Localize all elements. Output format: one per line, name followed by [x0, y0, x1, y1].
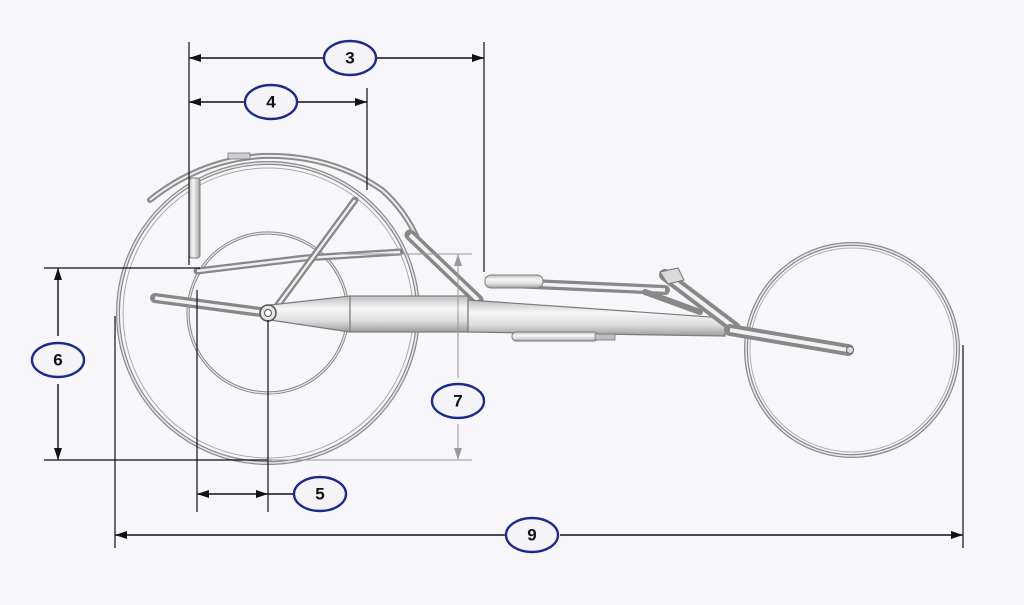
- front-wheel: [744, 242, 960, 458]
- dimension-badges: 3 4 5 6 7 9: [30, 39, 560, 554]
- rear-hub: [259, 304, 277, 322]
- axle-tube: [150, 293, 273, 318]
- dimension-6-line: [54, 268, 62, 460]
- seat-back-post: [188, 177, 201, 259]
- dimension-badge-5: 5: [292, 475, 348, 513]
- dimension-badge-9: 9: [504, 516, 560, 554]
- down-tube: [404, 229, 484, 306]
- dimension-badge-4-label: 4: [266, 93, 276, 112]
- dimension-badge-7: 7: [430, 382, 486, 420]
- dimension-badge-3-label: 3: [345, 49, 354, 68]
- top-rail: [484, 274, 670, 295]
- dimension-badge-6: 6: [30, 341, 86, 379]
- dimension-badge-3: 3: [322, 39, 378, 77]
- dimension-badge-7-label: 7: [453, 392, 462, 411]
- under-bracket: [511, 331, 616, 342]
- dimension-7-line: [454, 254, 462, 460]
- steering-head: [642, 267, 741, 334]
- dimension-4-line: [189, 98, 367, 106]
- dimension-badge-9-label: 9: [527, 526, 536, 545]
- main-frame: [269, 295, 726, 337]
- dimension-badge-4: 4: [243, 83, 299, 121]
- dimension-lines: [44, 42, 964, 548]
- wheelchair: [116, 152, 960, 465]
- dimension-badge-6-label: 6: [53, 351, 62, 370]
- dimension-9-line: [115, 531, 963, 539]
- wheel-guard: [147, 152, 421, 243]
- dimension-5-line: [197, 490, 294, 498]
- dimension-3-line: [189, 54, 484, 62]
- dimension-badge-5-label: 5: [315, 485, 324, 504]
- front-fork: [724, 324, 854, 356]
